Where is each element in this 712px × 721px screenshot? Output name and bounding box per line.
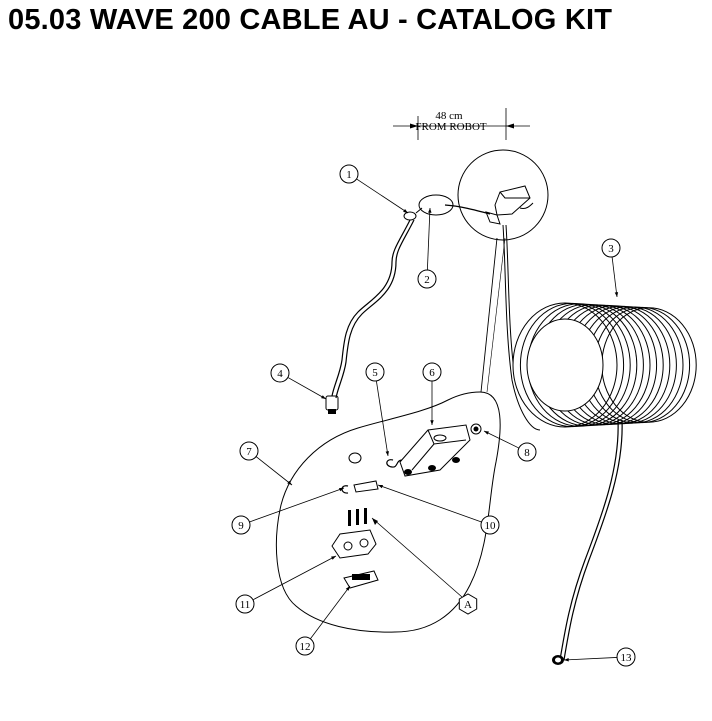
callout-label: 9: [238, 520, 244, 532]
callout-label: 13: [621, 652, 633, 664]
detail-marker-a: A: [371, 517, 478, 615]
callout-7: 7: [239, 441, 293, 486]
callout-label: 5: [372, 367, 378, 379]
dimension-annotation: 48 cm FROM ROBOT: [393, 108, 530, 140]
exploded-detail-outline: [275, 391, 501, 633]
callout-label: 12: [300, 641, 311, 653]
callout-1: 1: [339, 164, 409, 214]
detail-label: A: [464, 599, 472, 611]
cable-end-connector: [325, 395, 339, 414]
callout-9: 9: [231, 487, 345, 535]
swivel-part: [403, 194, 454, 221]
callout-label: 10: [485, 520, 497, 532]
callout-3: 3: [601, 238, 621, 298]
callout-label: 2: [424, 274, 430, 286]
callout-label: 1: [346, 169, 352, 181]
cable-end-fitting: [552, 655, 564, 665]
dimension-note: FROM ROBOT: [415, 121, 486, 133]
callout-10: 10: [377, 484, 500, 535]
callout-label: 4: [277, 368, 283, 380]
cable-assembly: [331, 204, 623, 661]
callout-8: 8: [483, 430, 537, 462]
callout-2: 2: [417, 207, 437, 289]
callout-label: 6: [429, 367, 435, 379]
callout-4: 4: [270, 363, 327, 400]
dimension-value: 48 cm: [435, 110, 463, 122]
callout-11: 11: [235, 555, 337, 614]
callout-label: 8: [524, 447, 530, 459]
callout-label: 3: [608, 243, 614, 255]
page-title: 05.03 WAVE 200 CABLE AU - CATALOG KIT: [8, 4, 613, 36]
callout-6: 6: [422, 362, 442, 425]
robot-connector-detail: [457, 149, 549, 241]
cable-coil: [512, 302, 697, 428]
callout-label: 7: [246, 446, 252, 458]
callout-label: 11: [240, 599, 251, 611]
callout-5: 5: [365, 362, 389, 457]
callout-12: 12: [295, 585, 351, 656]
exploded-parts: [331, 423, 482, 589]
callout-13: 13: [563, 647, 636, 667]
